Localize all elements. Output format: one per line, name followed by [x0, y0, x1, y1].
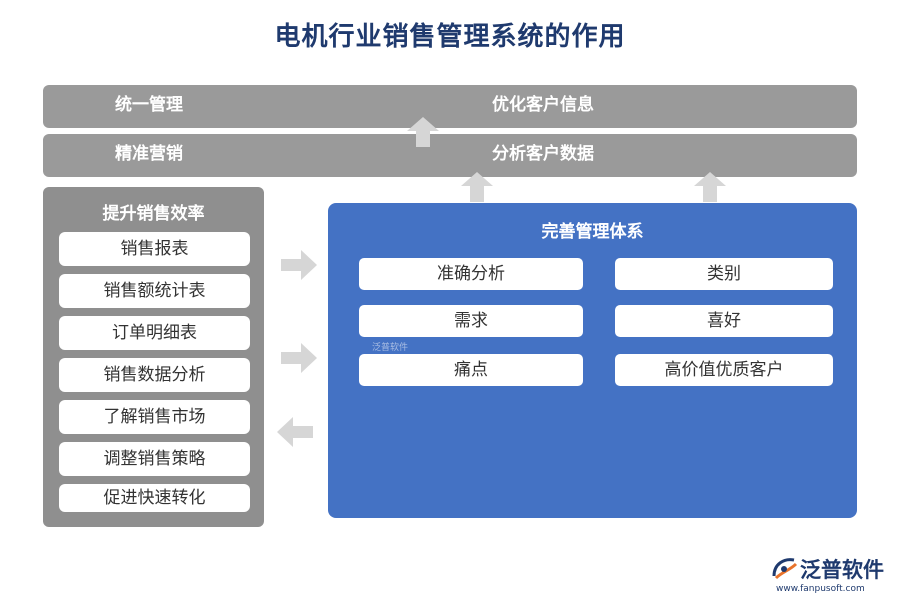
up-arrow-icon: [461, 172, 493, 202]
watermark: 泛普软件: [372, 343, 409, 353]
bar2-left-label: 精准营销: [115, 144, 183, 164]
right-item: 类别: [615, 258, 833, 290]
left-item: 销售报表: [59, 232, 250, 266]
right-item: 高价值优质客户: [615, 354, 833, 386]
right-panel-title: 完善管理体系: [541, 222, 644, 242]
left-item: 了解销售市场: [59, 400, 250, 434]
left-item: 调整销售策略: [59, 442, 250, 476]
right-arrow-icon: [281, 343, 317, 373]
right-item: 痛点: [359, 354, 583, 386]
right-item: 喜好: [615, 305, 833, 337]
logo-url: www.fanpusoft.com: [776, 584, 865, 594]
left-item: 销售数据分析: [59, 358, 250, 392]
bar1-center-label: 优化客户信息: [492, 95, 594, 115]
left-item: 销售额统计表: [59, 274, 250, 308]
right-item: 需求: [359, 305, 583, 337]
top-bar-1: 统一管理 优化客户信息: [43, 85, 857, 128]
right-item: 准确分析: [359, 258, 583, 290]
up-arrow-icon: [407, 117, 439, 147]
up-arrow-icon: [694, 172, 726, 202]
left-panel-title: 提升销售效率: [102, 204, 205, 224]
logo-name: 泛普软件: [800, 558, 884, 582]
bar2-center-label: 分析客户数据: [492, 144, 594, 164]
left-item: 促进快速转化: [59, 484, 250, 512]
top-bar-2: 精准营销 分析客户数据: [43, 134, 857, 177]
left-panel: 提升销售效率 销售报表 销售额统计表 订单明细表 销售数据分析 了解销售市场 调…: [43, 187, 264, 527]
logo-icon: [770, 554, 798, 582]
brand-logo: 泛普软件 www.fanpusoft.com: [770, 552, 895, 597]
right-panel: 完善管理体系 准确分析 类别 需求 喜好 痛点 高价值优质客户: [328, 203, 857, 518]
page-title: 电机行业销售管理系统的作用: [274, 22, 626, 52]
left-item: 订单明细表: [59, 316, 250, 350]
left-arrow-icon: [277, 417, 313, 447]
bar1-left-label: 统一管理: [115, 95, 183, 115]
right-arrow-icon: [281, 250, 317, 280]
